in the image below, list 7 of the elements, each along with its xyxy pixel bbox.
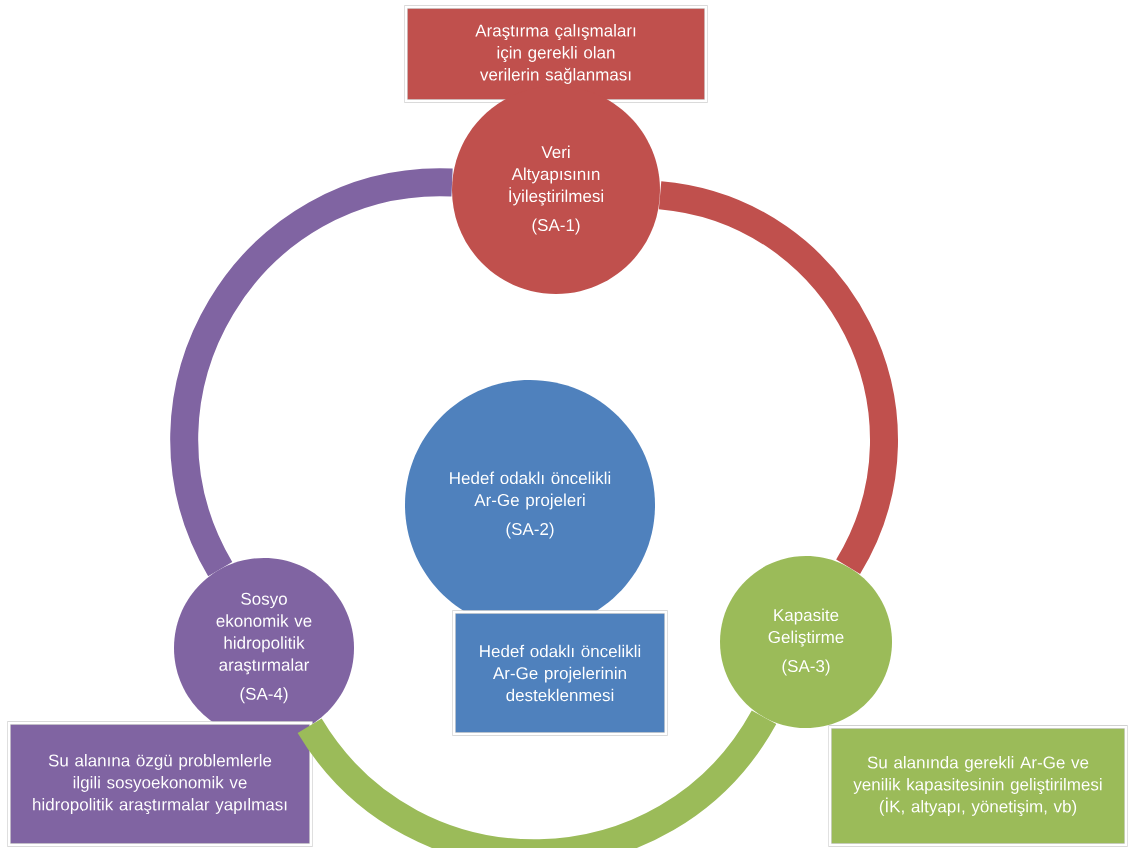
ring-arc — [657, 181, 898, 573]
text-box: Hedef odaklı öncelikli Ar-Ge projelerinin desteklenmesi — [452, 610, 668, 736]
text-box: Su alanına özgü problemlerle ilgili sosyoekonomik ve hidropolitik araştırmalar yapılması — [7, 721, 313, 847]
text-box: Su alanında gerekli Ar-Ge ve yenilik kapasitesinin geliştirilmesi (İK, altyapı, yönetişim, vb) — [828, 725, 1128, 847]
text-box: Araştırma çalışmaları için gerekli olan verilerin sağlanması — [404, 5, 708, 103]
ring-arc — [298, 709, 776, 848]
ring-arc — [170, 168, 453, 576]
